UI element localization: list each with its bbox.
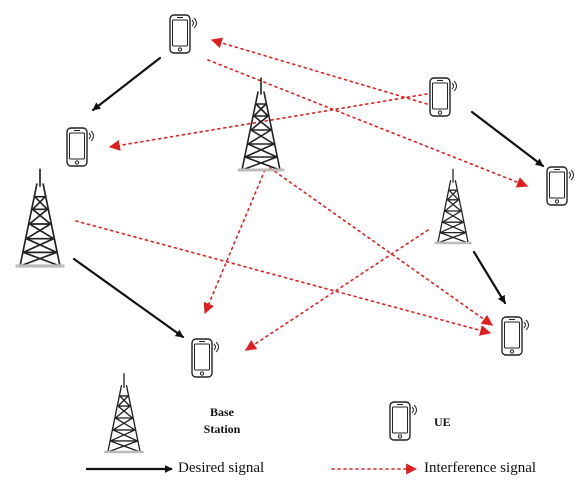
legend-ue-label: UE — [434, 415, 451, 429]
legend-base-station-line1: Base — [210, 405, 234, 419]
legend-desired-label: Desired signal — [178, 460, 265, 476]
user-equipments — [66, 14, 575, 378]
smartphone-icon — [389, 401, 418, 441]
cell-tower-icon — [104, 372, 144, 454]
legend-base-station-line2: Station — [203, 422, 241, 436]
smartphone-icon — [169, 14, 198, 54]
desired-link — [72, 257, 185, 339]
interference-link — [203, 169, 266, 315]
smartphone-icon — [191, 338, 220, 378]
desired-link — [470, 110, 545, 168]
interference-link — [108, 93, 428, 151]
interference-link — [269, 167, 493, 326]
interference-link — [245, 229, 429, 351]
interference-link — [75, 220, 492, 336]
cell-tower-icon — [15, 167, 65, 268]
interference-link — [210, 37, 428, 105]
smartphone-icon — [501, 316, 530, 356]
smartphone-icon — [546, 166, 575, 206]
interference-links — [75, 37, 529, 351]
base-stations — [15, 76, 472, 268]
desired-link — [472, 250, 507, 305]
legend-interference-label: Interference signal — [424, 460, 537, 476]
cell-tower-icon — [434, 168, 472, 245]
legend-base-station-label: Base Station — [193, 404, 251, 438]
cell-tower-icon — [237, 76, 285, 172]
smartphone-icon — [66, 127, 95, 167]
desired-link — [91, 56, 162, 112]
smartphone-icon — [429, 77, 458, 117]
desired-links — [72, 56, 545, 339]
legend — [86, 372, 418, 475]
